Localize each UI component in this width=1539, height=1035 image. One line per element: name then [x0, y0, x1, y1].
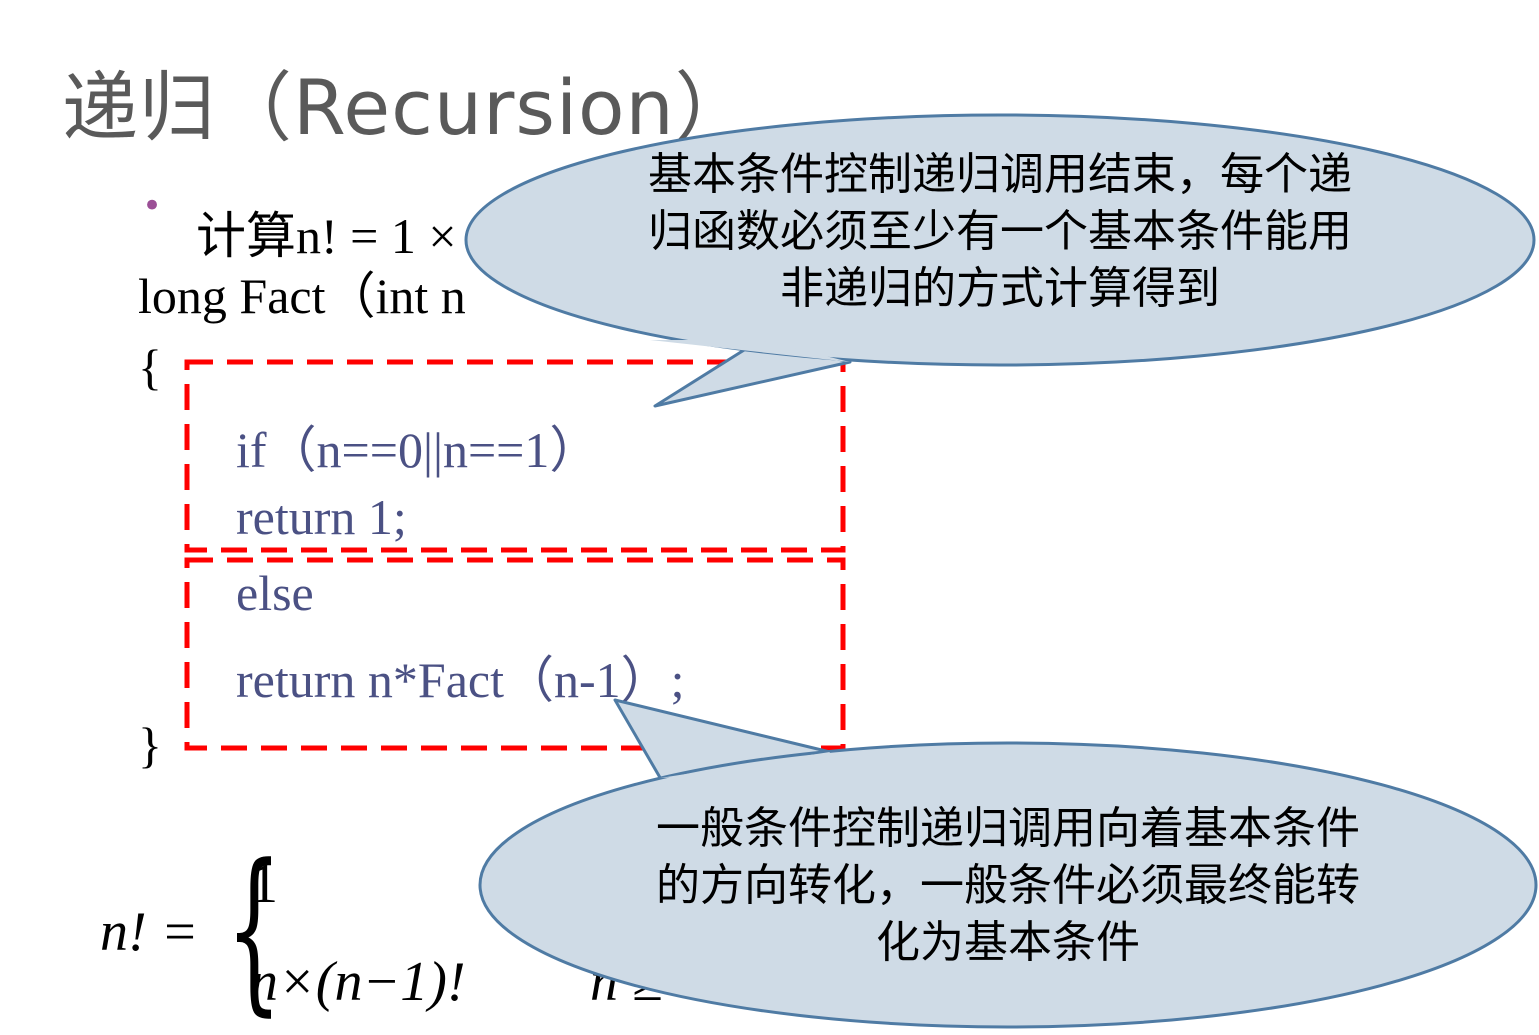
- formula-case-recursive-text: n×(n−1)!: [250, 951, 466, 1013]
- code-signature: long Fact（int n: [138, 268, 466, 324]
- bullet-marker: •: [142, 186, 163, 226]
- callout-bottom-tail-join: [660, 752, 830, 778]
- code-close-brace: }: [138, 717, 162, 773]
- code-open-brace: {: [138, 339, 162, 395]
- code-line-else: else: [236, 565, 314, 621]
- callout-bottom-text: 一般条件控制递归调用向着基本条件的方向转化，一般条件必须最终能转化为基本条件: [656, 803, 1360, 968]
- code-line-return-base: return 1;: [236, 489, 407, 545]
- code-line-return-recursive: return n*Fact（n-1）;: [236, 652, 685, 708]
- bullet-text-content: 计算n! = 1 ×: [196, 208, 457, 264]
- callout-top-text: 基本条件控制递归调用结束，每个递归函数必须至少有一个基本条件能用非递归的方式计算…: [648, 149, 1352, 314]
- formula-lhs: n! =: [100, 900, 198, 964]
- formula-brace: {: [226, 827, 282, 1032]
- slide-title: 递归（Recursion）: [62, 63, 752, 152]
- formula-lhs-text: n! =: [100, 901, 199, 963]
- general-case-dashed-box: [184, 557, 846, 751]
- callout-top-tail-join: [650, 340, 850, 362]
- code-line-if: if（n==0||n==1）: [236, 422, 600, 478]
- bullet-text: 计算n! = 1 ×: [180, 178, 457, 286]
- callout-bottom-bubble: [478, 741, 1538, 1029]
- formula-case-recursive: n×(n−1)!: [250, 950, 466, 1014]
- base-case-dashed-box: [184, 359, 846, 553]
- formula-case-base: 1: [250, 853, 278, 915]
- callout-top-bubble: [464, 113, 1536, 367]
